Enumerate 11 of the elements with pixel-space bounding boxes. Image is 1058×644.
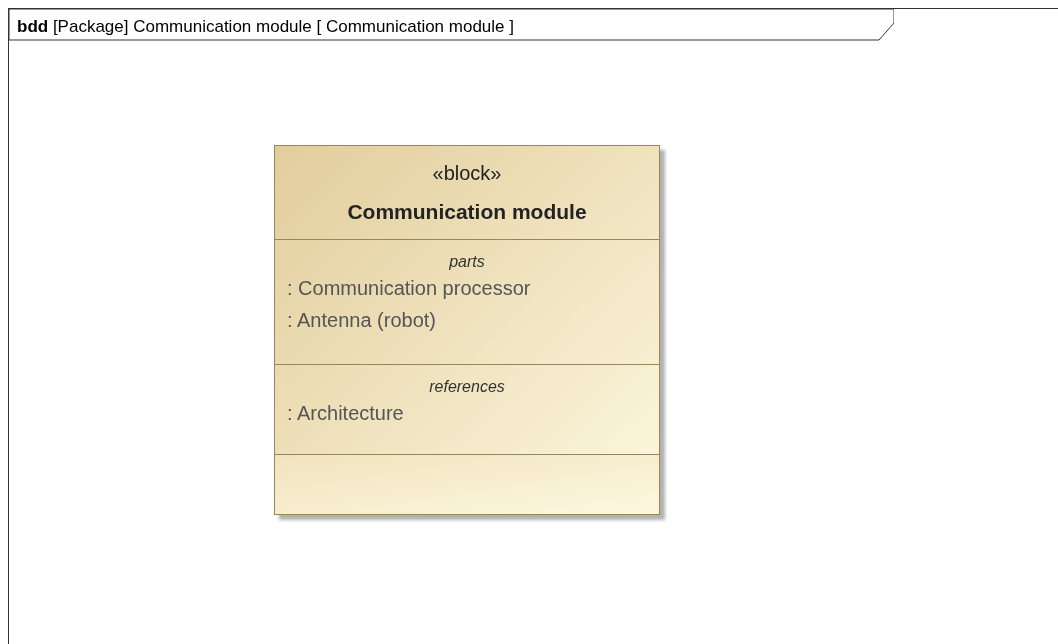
frame-heading: bdd [Package] Communication module [ Communication module ] [17,16,514,38]
package-frame [8,8,1058,644]
compartment-heading: references [429,377,505,397]
block-name: Communication module [347,198,587,225]
property-text: : Architecture [287,401,405,426]
empty-compartment [275,455,659,514]
property-text: : Antenna (robot) [287,308,437,333]
block [274,145,660,515]
compartment-heading: parts [449,252,485,272]
property-text: : Communication processor [287,276,532,301]
stereotype-label: «block» [432,160,502,186]
